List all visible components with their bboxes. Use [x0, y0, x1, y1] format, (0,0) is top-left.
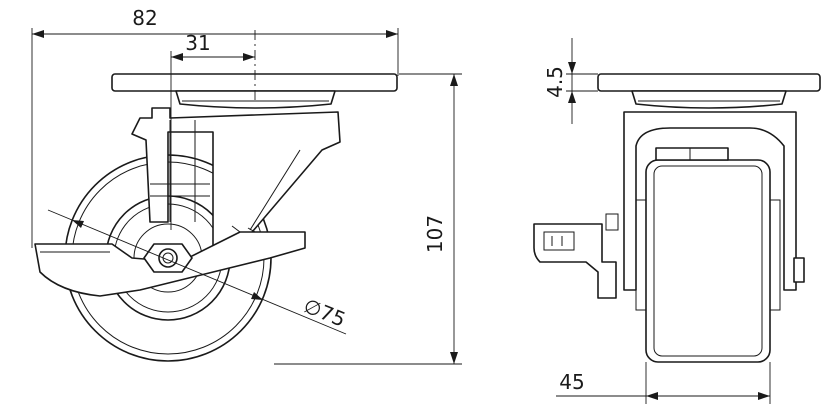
top-plate-front [597, 73, 821, 92]
wheel-front [635, 159, 781, 363]
dimension-45-label: 45 [559, 370, 584, 394]
dimension-82: 82 [31, 6, 399, 248]
top-plate-side [111, 73, 398, 92]
axle-nut-side [143, 243, 193, 273]
dimension-107-label: 107 [423, 215, 447, 253]
dimension-31-label: 31 [185, 31, 210, 55]
brake-lever-front [533, 223, 617, 299]
dimension-107: 107 [274, 73, 462, 365]
dimension-4-5: 4.5 [543, 38, 598, 124]
swivel-bearing-side [175, 90, 336, 109]
fork-legs-front [623, 111, 797, 291]
swivel-bearing-front [631, 90, 787, 109]
brake-clip-front [655, 147, 729, 161]
side-view: 82 31 107 ∅75 [31, 6, 462, 365]
axle-nut-front [793, 257, 805, 283]
dimension-4-5-label: 4.5 [543, 66, 567, 98]
dimension-45: 45 [556, 362, 771, 404]
front-view: 4.5 45 [533, 38, 821, 404]
dimension-31: 31 [170, 30, 256, 230]
dimension-diameter-75-label: ∅75 [300, 293, 349, 331]
dimension-82-label: 82 [132, 6, 157, 30]
